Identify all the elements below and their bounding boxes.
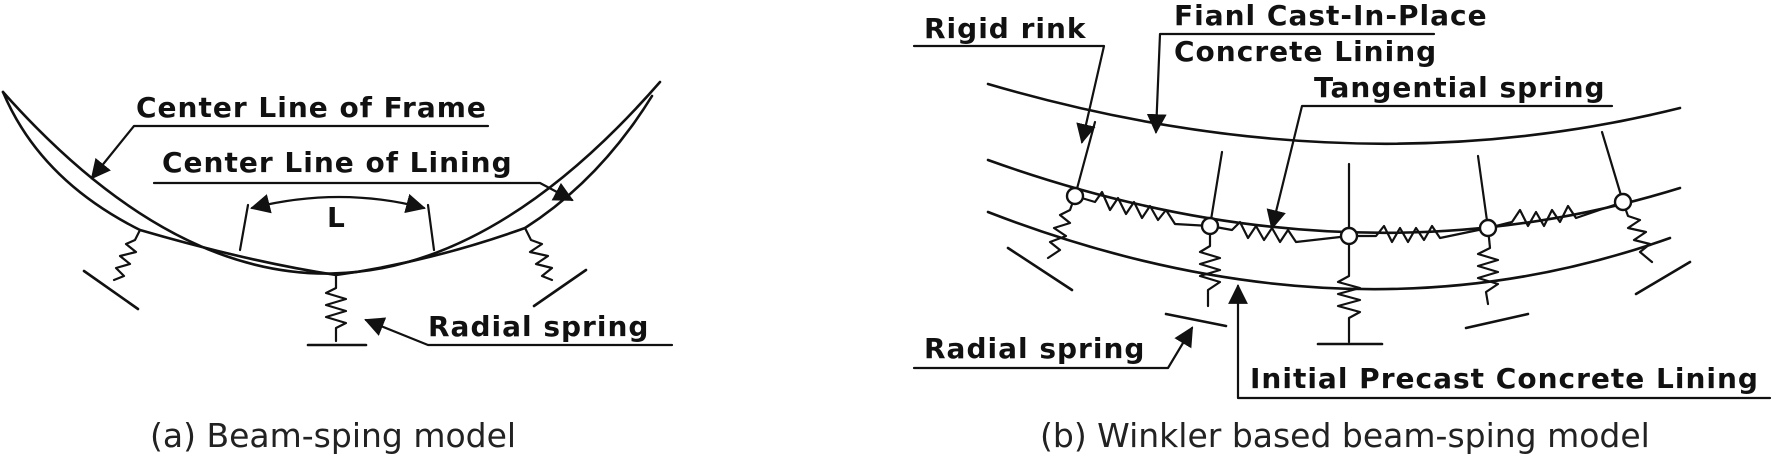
initial-lining-arc [986, 210, 1672, 291]
panel-b: Rigid rink Fianl Cast-In-Place Concrete … [912, 0, 1772, 455]
label-center-line-frame: Center Line of Frame [136, 91, 487, 124]
label-rigid-rink: Rigid rink [924, 12, 1087, 45]
label-radial-spring-a: Radial spring [428, 310, 649, 343]
label-center-line-lining: Center Line of Lining [162, 146, 513, 179]
caption-a: (a) Beam-sping model [150, 416, 516, 455]
label-radial-spring-b: Radial spring [924, 332, 1145, 365]
label-tangential-spring: Tangential spring [1314, 71, 1606, 104]
radial-spring-center [306, 273, 368, 347]
radial-springs-b [1006, 194, 1692, 346]
rigid-links [1073, 120, 1625, 238]
spring-line-arc [986, 158, 1682, 235]
tangential-springs [1073, 190, 1625, 244]
radial-spring-left [82, 228, 142, 311]
caption-b: (b) Winkler based beam-sping model [1040, 416, 1650, 455]
span-dimension [238, 193, 436, 252]
label-final-lining-line2: Concrete Lining [1174, 35, 1437, 68]
radial-spring-right [523, 226, 588, 308]
label-initial-lining: Initial Precast Concrete Lining [1250, 362, 1759, 395]
spring-nodes [1065, 186, 1633, 246]
label-final-lining-line1: Fianl Cast-In-Place [1174, 0, 1488, 32]
panel-a: L Center Line of Frame Center Line of Li… [1, 80, 674, 455]
span-label: L [327, 201, 346, 234]
